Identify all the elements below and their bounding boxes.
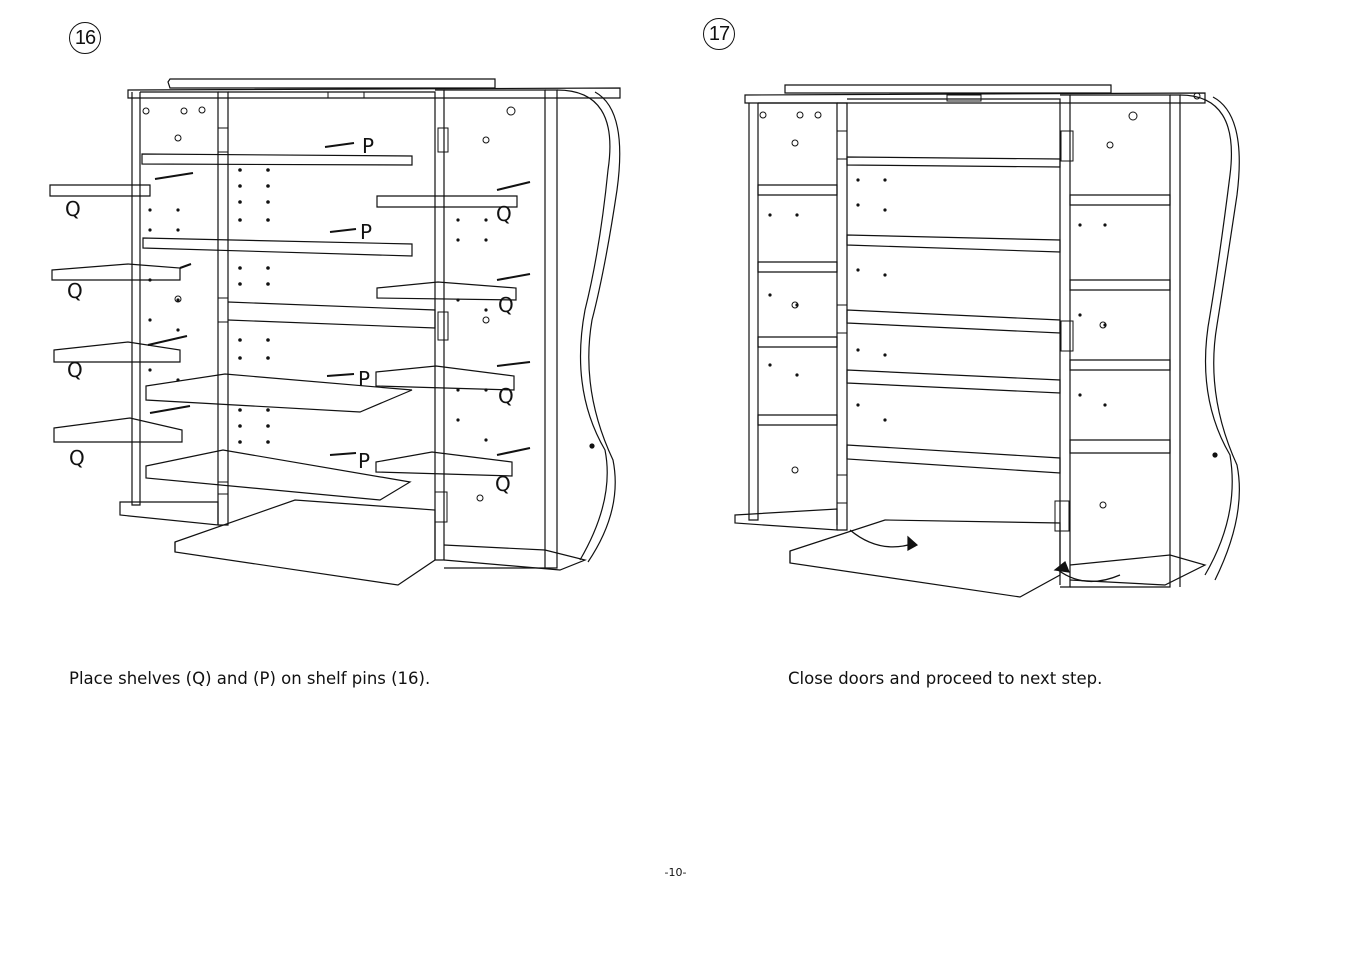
step-17-illustration <box>734 84 1240 598</box>
page-number: -10- <box>664 866 687 879</box>
label-q: Q <box>65 197 81 221</box>
label-q: Q <box>495 472 511 496</box>
label-p: P <box>358 449 370 473</box>
label-q: Q <box>498 293 514 317</box>
label-q: Q <box>67 279 83 303</box>
step-16-illustration: P P P P Q Q Q Q Q Q Q Q <box>49 78 621 586</box>
label-q: Q <box>496 202 512 226</box>
label-q: Q <box>69 446 85 470</box>
step-17-caption: Close doors and proceed to next step. <box>788 669 1103 688</box>
label-q: Q <box>498 384 514 408</box>
step-16-caption: Place shelves (Q) and (P) on shelf pins … <box>69 669 431 688</box>
label-p: P <box>360 220 372 244</box>
label-q: Q <box>67 358 83 382</box>
step-number-16: 16 <box>69 22 101 54</box>
label-p: P <box>362 134 374 158</box>
step-number-17: 17 <box>703 18 735 50</box>
label-p: P <box>358 367 370 391</box>
